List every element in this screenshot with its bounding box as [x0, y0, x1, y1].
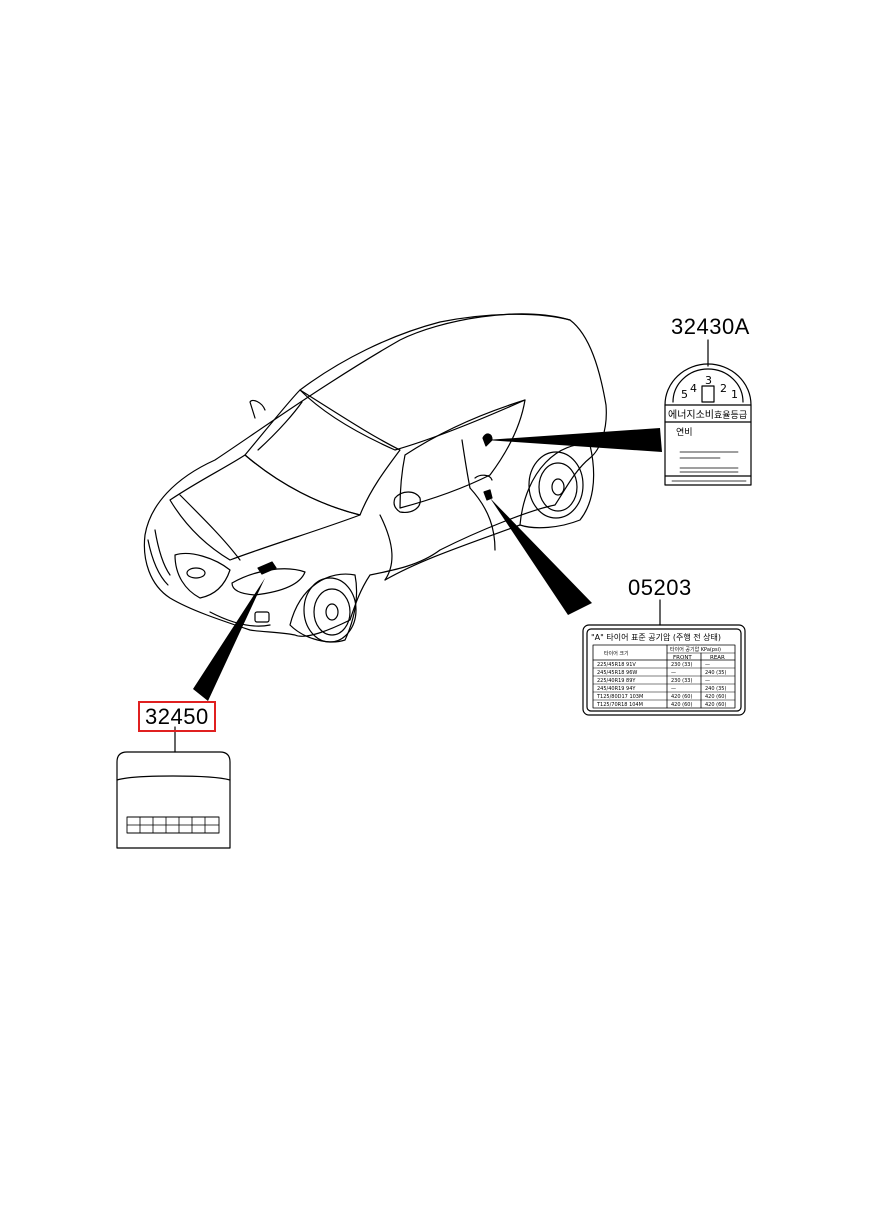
- car-hood: [169, 454, 361, 561]
- fuel-efficiency-label-card: 5 4 3 2 1 에너지소비 효율등급 연비: [664, 339, 752, 486]
- car-grille: [174, 552, 231, 599]
- tire-row-size: 225/45R18 91V: [597, 662, 636, 668]
- callout-fuel-efficiency-label: 32430A: [671, 314, 750, 339]
- tire-row-size: 245/40R19 94Y: [597, 686, 636, 692]
- car-antenna: [249, 399, 266, 419]
- front-wheel: [289, 573, 358, 643]
- tire-row-front: —: [671, 670, 676, 676]
- tire-col-front: FRONT: [673, 655, 692, 661]
- tire-row-front: 420 (60): [671, 702, 692, 708]
- grade-4: 4: [690, 382, 697, 395]
- tire-row-front: 230 (33): [671, 678, 692, 684]
- leader-emission-label: [193, 578, 265, 701]
- rear-wheel: [519, 443, 595, 529]
- leader-tire-label: [490, 498, 592, 615]
- tire-row-rear: —: [705, 662, 710, 668]
- tire-row-rear: 420 (60): [705, 694, 726, 700]
- tire-label-title: "A" 타이어 표준 공기압 (주행 전 상태): [591, 632, 721, 642]
- car-roof: [299, 313, 571, 391]
- grade-3: 3: [705, 374, 712, 387]
- tire-col-pressure: 타이어 공기압 KPa(psi): [670, 646, 721, 653]
- marker-hood: [257, 561, 277, 575]
- tire-row-size: 225/40R19 89Y: [597, 678, 636, 684]
- car-headlight: [231, 568, 306, 596]
- tire-pressure-label-card: "A" 타이어 표준 공기압 (주행 전 상태) 타이어 크기 타이어 공기압 …: [582, 599, 746, 716]
- car-mirror: [393, 491, 421, 513]
- grade-2: 2: [720, 382, 727, 395]
- emission-label-card: [116, 726, 231, 849]
- tire-row-size: T125/70R18 104M: [596, 702, 643, 708]
- fuel-label-efficiency: 연비: [676, 427, 693, 438]
- marker-door-pillar: [483, 489, 493, 501]
- grade-1: 1: [731, 388, 738, 401]
- callout-emission-label: 32450: [138, 701, 216, 732]
- car-side-window: [399, 399, 526, 509]
- tire-row-rear: 420 (60): [705, 702, 726, 708]
- fuel-label-title: 에너지소비: [668, 409, 714, 421]
- tire-col-rear: REAR: [710, 655, 725, 661]
- car-illustration: [143, 313, 607, 643]
- tire-row-rear: 240 (35): [705, 670, 726, 676]
- tire-row-rear: 240 (35): [705, 686, 726, 692]
- callout-tire-pressure-label: 05203: [628, 575, 692, 600]
- tire-row-size: 245/45R18 96W: [597, 670, 637, 676]
- tire-row-front: 230 (33): [671, 662, 692, 668]
- fuel-label-subtitle: 효율등급: [714, 410, 747, 421]
- leader-fuel-label: [486, 428, 662, 452]
- tire-row-rear: —: [705, 678, 710, 684]
- tire-row-front: —: [671, 686, 676, 692]
- tire-row-front: 420 (60): [671, 694, 692, 700]
- grade-5: 5: [681, 388, 688, 401]
- tire-row-size: T125/80D17 103M: [596, 694, 643, 700]
- tire-col-size: 타이어 크기: [604, 650, 629, 657]
- car-body-outline: [143, 313, 607, 637]
